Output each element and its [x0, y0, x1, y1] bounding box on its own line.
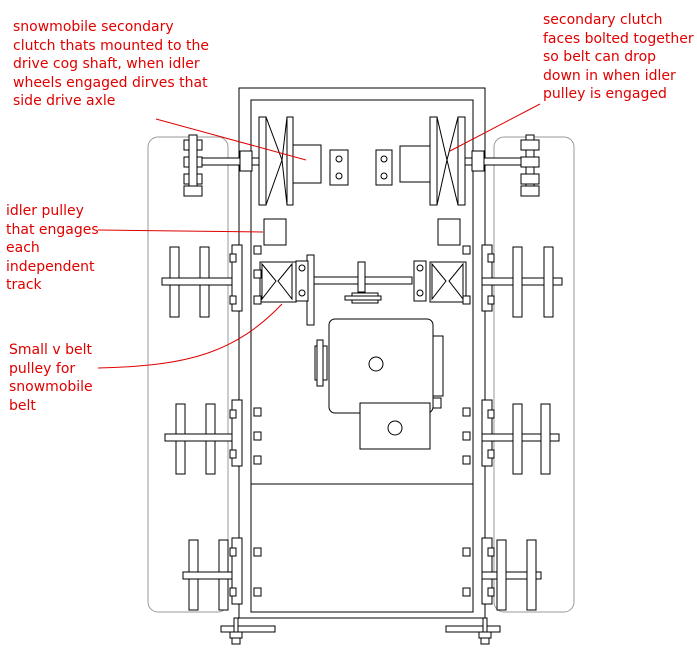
right-wheel-axle-3	[481, 537, 542, 611]
right-v-belt-pulley	[429, 261, 467, 303]
leader-line-v-belt-pulley	[97, 303, 283, 369]
left-wheel-axle-1	[161, 244, 243, 318]
engine	[314, 318, 444, 450]
left-v-belt-pulley	[259, 261, 297, 303]
annotation-clutch-faces: secondary clutch faces bolted together s…	[543, 12, 694, 102]
upper-right-axle	[459, 134, 540, 197]
annotation-secondary-clutch: snowmobile secondary clutch thats mounte…	[13, 19, 210, 109]
main-frame	[220, 87, 501, 633]
upper-left-axle	[183, 134, 265, 197]
right-wheel-axle-1	[481, 244, 563, 318]
leader-line-clutch-faces	[449, 103, 541, 152]
bottom-fittings	[229, 617, 492, 645]
annotation-v-belt-pulley: Small v belt pulley for snowmobile belt	[9, 342, 93, 414]
left-track-outline	[147, 136, 229, 613]
leader-line-secondary-clutch	[155, 118, 307, 161]
left-wheel-axle-2	[164, 399, 243, 475]
middle-drive-shaft	[295, 254, 427, 326]
frame-bolts	[253, 245, 471, 597]
right-idler-pulley	[437, 218, 461, 246]
right-wheel-axle-2	[481, 399, 560, 475]
left-idler-pulley	[263, 218, 287, 246]
leader-line-idler-pulley	[97, 229, 264, 233]
left-secondary-clutch	[239, 116, 349, 206]
right-secondary-clutch	[375, 116, 485, 206]
annotation-idler-pulley: idler pulley that engages each independe…	[6, 203, 99, 293]
left-wheel-axle-3	[182, 537, 243, 611]
